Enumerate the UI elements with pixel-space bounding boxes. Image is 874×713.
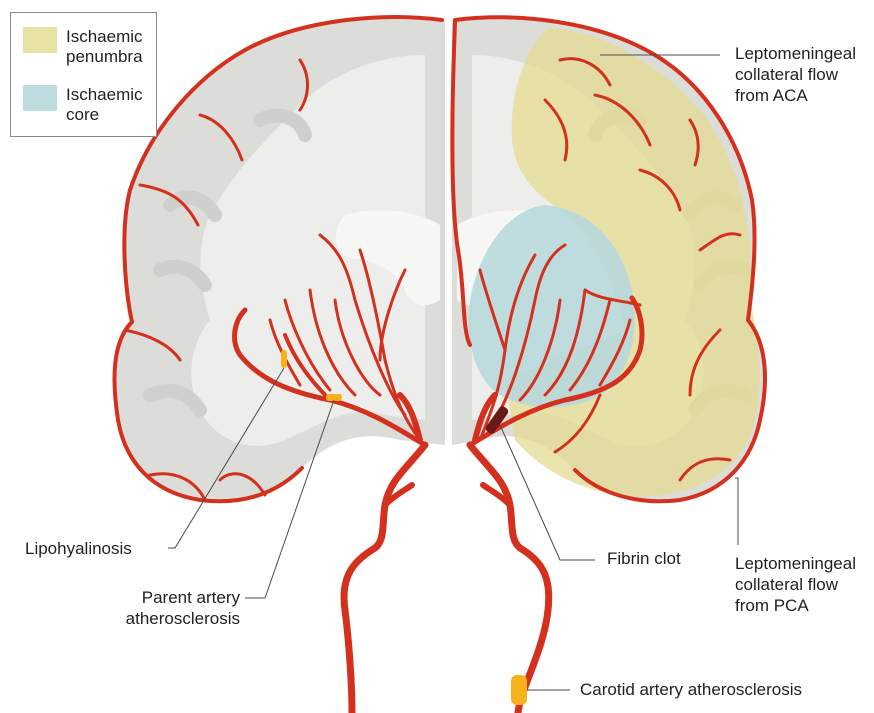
parent-artery-plaque	[326, 394, 342, 401]
callout-parent-artery: Parent artery atherosclerosis	[60, 587, 240, 629]
core-swatch	[23, 85, 57, 111]
callout-aca: Leptomeningeal collateral flow from ACA	[735, 43, 865, 106]
legend-item-penumbra: Ischaemic penumbra	[23, 27, 146, 67]
callout-fibrin: Fibrin clot	[607, 548, 681, 569]
legend-label-penumbra: Ischaemic penumbra	[66, 27, 146, 67]
penumbra-swatch	[23, 27, 57, 53]
legend-label-core: Ischaemic core	[66, 85, 146, 125]
callout-lipohyalinosis: Lipohyalinosis	[25, 538, 132, 559]
callout-carotid: Carotid artery atherosclerosis	[580, 679, 802, 700]
legend-item-core: Ischaemic core	[23, 85, 146, 125]
lipohyalinosis-marker	[281, 350, 287, 368]
carotid-plaque	[511, 675, 527, 705]
callout-pca: Leptomeningeal collateral flow from PCA	[735, 553, 865, 616]
legend: Ischaemic penumbra Ischaemic core	[10, 12, 157, 137]
